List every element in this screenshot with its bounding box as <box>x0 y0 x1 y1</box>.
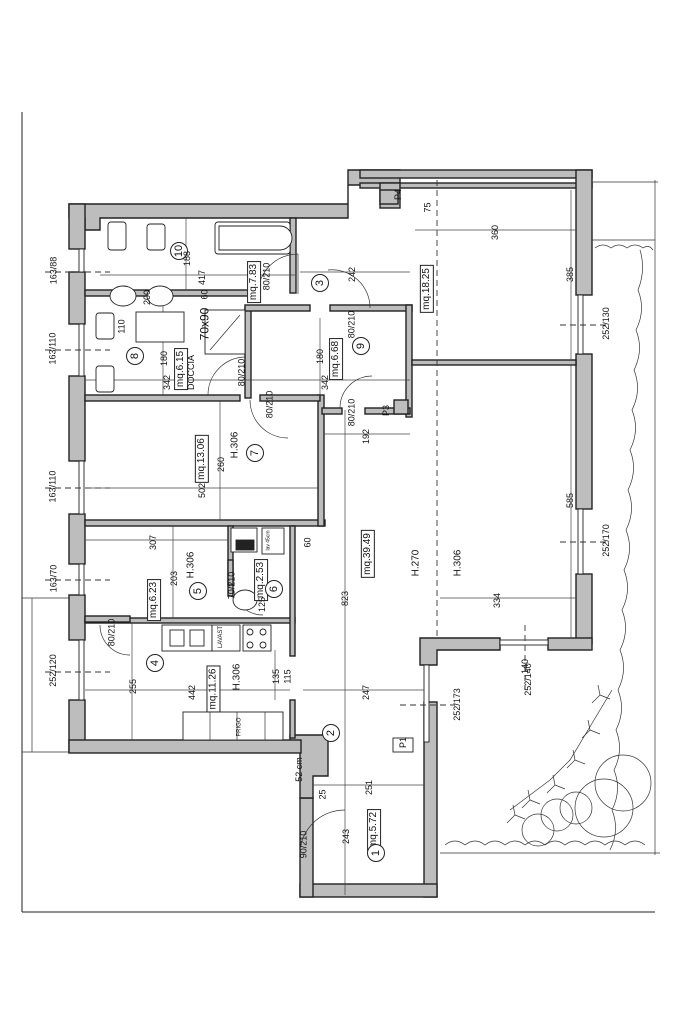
sink <box>146 285 174 307</box>
sink <box>109 285 137 307</box>
toilet <box>232 589 258 611</box>
bidet <box>146 223 166 251</box>
washer-box <box>261 527 285 555</box>
stove <box>242 624 272 652</box>
kitchen-sink <box>161 624 213 652</box>
walls <box>68 169 593 898</box>
dishwasher <box>211 624 241 652</box>
kitchen-fixtures <box>161 624 284 741</box>
bathroom-fixtures <box>95 221 293 611</box>
column-p1 <box>392 737 414 753</box>
toilet <box>95 312 115 340</box>
bidet <box>95 365 115 393</box>
bathtub-small <box>135 311 185 343</box>
garden-plants <box>440 180 660 855</box>
windows <box>78 248 584 743</box>
fridge-counter <box>182 711 284 741</box>
vent-shafts <box>379 189 409 415</box>
toilet <box>107 221 127 251</box>
